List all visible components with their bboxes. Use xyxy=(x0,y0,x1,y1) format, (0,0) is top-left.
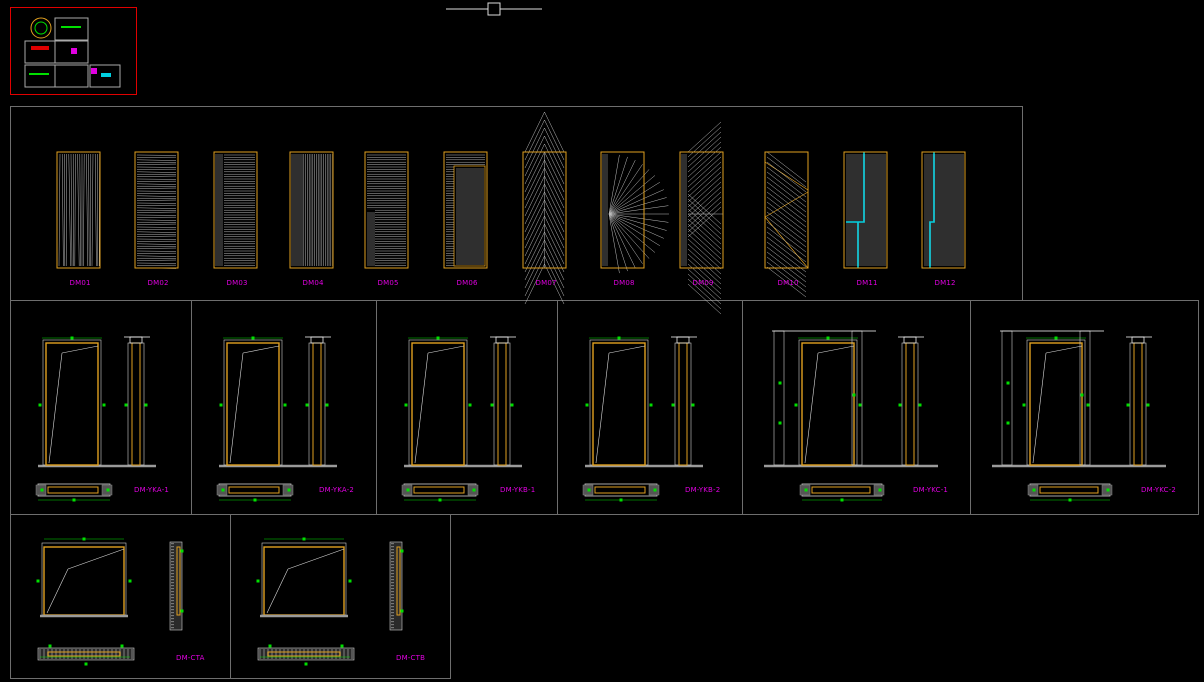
panel-label: DM12 xyxy=(934,279,956,287)
panel-label: DM09 xyxy=(692,279,714,287)
door-label: DM-YKB-1 xyxy=(500,486,536,494)
door-panel-5 xyxy=(364,151,409,269)
door-panel-2 xyxy=(134,151,179,269)
door-label: DM-YKA-1 xyxy=(134,486,170,494)
door-panel-3 xyxy=(213,151,258,269)
panel-label: DM01 xyxy=(69,279,91,287)
door-panel-4 xyxy=(289,151,334,269)
door-elevation-4 xyxy=(582,336,703,502)
door-frame-ykc-2 xyxy=(970,300,1199,515)
door-frame-ctb xyxy=(230,514,451,679)
panel-label: DM10 xyxy=(777,279,799,287)
door-panel-11 xyxy=(843,151,888,269)
door-panel-10 xyxy=(764,151,809,298)
panel-label: DM08 xyxy=(613,279,635,287)
door-panel-9 xyxy=(679,121,724,315)
door-panel-6 xyxy=(443,151,488,269)
panel-label: DM05 xyxy=(377,279,399,287)
door-elevation-3 xyxy=(401,336,522,502)
door-panel-8 xyxy=(600,151,669,274)
minimap-drawing xyxy=(24,17,121,88)
door-panel-12 xyxy=(921,151,966,269)
panel-label: DM03 xyxy=(226,279,248,287)
door-elevation-5 xyxy=(764,330,938,502)
door-elevation-2 xyxy=(216,336,337,502)
door-label: DM-YKC-2 xyxy=(1141,486,1177,494)
panel-label: DM04 xyxy=(302,279,324,287)
door-panel-1 xyxy=(56,151,101,269)
cabinet-label: DM-CTA xyxy=(176,654,205,662)
overview-minimap[interactable] xyxy=(10,7,137,95)
door-panel-7 xyxy=(522,111,567,305)
door-label: DM-YKC-1 xyxy=(913,486,949,494)
panel-label: DM11 xyxy=(856,279,878,287)
viewport-navigator[interactable] xyxy=(446,2,542,16)
viewport-navigator-graphic xyxy=(446,2,542,16)
panel-label: DM07 xyxy=(535,279,557,287)
cabinet-label: DM-CTB xyxy=(396,654,426,662)
cabinet-elevation-2 xyxy=(256,537,404,666)
door-elevation-6 xyxy=(992,330,1166,502)
panel-label: DM06 xyxy=(456,279,478,287)
door-label: DM-YKB-2 xyxy=(685,486,721,494)
door-elevation-1 xyxy=(35,336,156,502)
panel-label: DM02 xyxy=(147,279,169,287)
cabinet-elevation-1 xyxy=(36,537,184,666)
door-label: DM-YKA-2 xyxy=(319,486,355,494)
